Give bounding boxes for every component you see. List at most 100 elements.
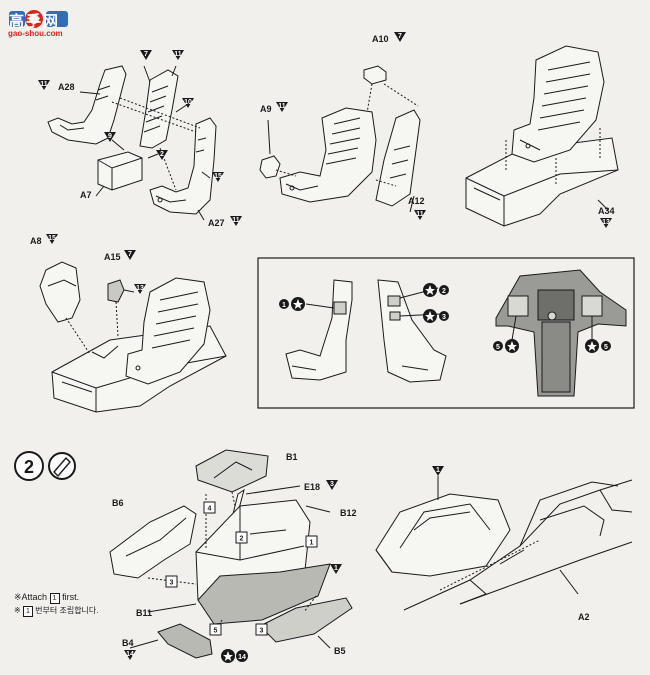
seat-tub-assembly-diagram xyxy=(39,261,227,413)
svg-text:10: 10 xyxy=(184,99,192,106)
svg-text:11: 11 xyxy=(40,81,48,88)
svg-text:2: 2 xyxy=(240,536,244,543)
svg-text:3: 3 xyxy=(442,314,446,321)
paint-callout-5-right: 5 xyxy=(585,339,611,353)
star-icon xyxy=(425,311,435,321)
svg-text:7: 7 xyxy=(144,51,148,58)
triangle-badge-15: 15 xyxy=(212,172,224,182)
part-b11-label: B11 xyxy=(136,608,153,618)
triangle-badge-9: 9 xyxy=(104,132,116,142)
svg-text:13: 13 xyxy=(136,285,144,292)
svg-text:4: 4 xyxy=(208,506,212,513)
star-icon xyxy=(425,285,435,295)
triangle-badge-a9: 11 xyxy=(276,102,288,112)
svg-text:11: 11 xyxy=(174,51,182,58)
svg-text:1: 1 xyxy=(282,302,286,309)
svg-text:7: 7 xyxy=(398,33,402,40)
note-english-box: 1 xyxy=(49,593,60,604)
box-number-4: 4 xyxy=(203,501,216,514)
step-number-circle xyxy=(14,451,44,481)
triangle-badge-a12: 11 xyxy=(414,210,426,220)
note-english-suffix: first. xyxy=(62,592,80,602)
part-a28-label: A28 xyxy=(58,82,75,92)
triangle-badge-1-canopy: 1 xyxy=(432,466,444,476)
part-a10-label: A10 xyxy=(372,34,389,44)
triangle-badge-e18: 3 xyxy=(326,480,338,490)
svg-text:5: 5 xyxy=(604,344,608,351)
paint-callout-3: 3 xyxy=(423,309,449,323)
box-number-3-right: 3 xyxy=(255,623,268,636)
seat2-exploded-diagram xyxy=(259,65,421,213)
paint-callout-1: 1 xyxy=(279,297,305,311)
glue-step-circle xyxy=(48,452,76,480)
svg-text:11: 11 xyxy=(278,103,286,110)
part-b4-label: B4 xyxy=(122,638,134,648)
part-a8-label: A8 xyxy=(30,236,42,246)
watermark-brand: 高手网 xyxy=(9,13,61,30)
star-icon xyxy=(293,299,303,309)
triangle-badge-a8: 15 xyxy=(46,234,58,244)
star-icon xyxy=(507,341,517,351)
triangle-badge-13: 13 xyxy=(134,284,146,294)
triangle-badge-a15: 7 xyxy=(124,250,136,260)
paint-callout-14: 14 xyxy=(221,649,248,663)
svg-text:15: 15 xyxy=(214,173,222,180)
triangle-badge-11-a27: 11 xyxy=(230,216,242,226)
svg-text:14: 14 xyxy=(126,651,134,658)
svg-text:5: 5 xyxy=(496,344,500,351)
watermark-logo: 高手网 gao-shou.com xyxy=(6,4,78,43)
svg-text:11: 11 xyxy=(232,217,240,224)
svg-text:2: 2 xyxy=(442,288,446,295)
triangle-badge-2: 2 xyxy=(156,150,168,160)
svg-text:7: 7 xyxy=(128,251,132,258)
part-e18-label: E18 xyxy=(304,482,321,492)
part-b6-label: B6 xyxy=(112,498,124,508)
seat1-exploded-diagram xyxy=(47,65,217,221)
painting-detail-box xyxy=(257,257,635,409)
cement-tube-icon xyxy=(53,456,71,478)
star-icon xyxy=(587,341,597,351)
svg-text:1: 1 xyxy=(310,540,314,547)
watermark-emblem-icon xyxy=(9,10,68,28)
part-b5-label: B5 xyxy=(334,646,346,656)
triangle-badge-b4: 14 xyxy=(124,650,136,660)
triangle-badge-a10: 7 xyxy=(394,32,406,42)
svg-text:3: 3 xyxy=(330,481,334,488)
step-number: 2 xyxy=(24,457,34,477)
seat3-assembled-diagram xyxy=(465,45,619,227)
svg-text:9: 9 xyxy=(108,133,112,140)
triangle-badge-1-body: 1 xyxy=(330,564,342,574)
svg-text:5: 5 xyxy=(214,628,218,635)
part-a34-label: A34 xyxy=(598,206,615,216)
part-a2-label: A2 xyxy=(578,612,590,622)
svg-text:15: 15 xyxy=(48,235,56,242)
part-a27-label: A27 xyxy=(208,218,225,228)
triangle-badge-11-a28: 11 xyxy=(38,80,50,90)
watermark-url: gao-shou.com xyxy=(8,29,63,38)
part-a12-label: A12 xyxy=(408,196,425,206)
note-korean: ※ 1 번부터 조립합니다. xyxy=(14,605,99,617)
star-icon xyxy=(223,651,233,661)
step2-assembly-diagram xyxy=(109,449,353,659)
box-number-1: 1 xyxy=(305,535,318,548)
svg-text:11: 11 xyxy=(416,211,424,218)
triangle-badge-10: 10 xyxy=(182,98,194,108)
note-korean-suffix: 번부터 조립합니다. xyxy=(35,606,99,615)
paint-callout-2: 2 xyxy=(423,283,449,297)
part-a15-label: A15 xyxy=(104,252,121,262)
svg-text:3: 3 xyxy=(170,580,174,587)
triangle-badge-a34: 13 xyxy=(600,218,612,228)
box-number-5: 5 xyxy=(209,623,222,636)
canopy-fuselage-diagram xyxy=(375,476,633,611)
svg-text:1: 1 xyxy=(334,565,338,572)
note-english-prefix: ※Attach xyxy=(14,592,48,602)
svg-text:1: 1 xyxy=(436,467,440,474)
note-korean-prefix: ※ xyxy=(14,606,21,615)
part-b12-label: B12 xyxy=(340,508,357,518)
triangle-badge-7: 7 xyxy=(140,50,152,60)
svg-text:13: 13 xyxy=(602,219,610,226)
triangle-badge-11-top: 11 xyxy=(172,50,184,60)
note-english: ※Attach 1 first. xyxy=(14,592,79,604)
svg-text:2: 2 xyxy=(160,151,164,158)
